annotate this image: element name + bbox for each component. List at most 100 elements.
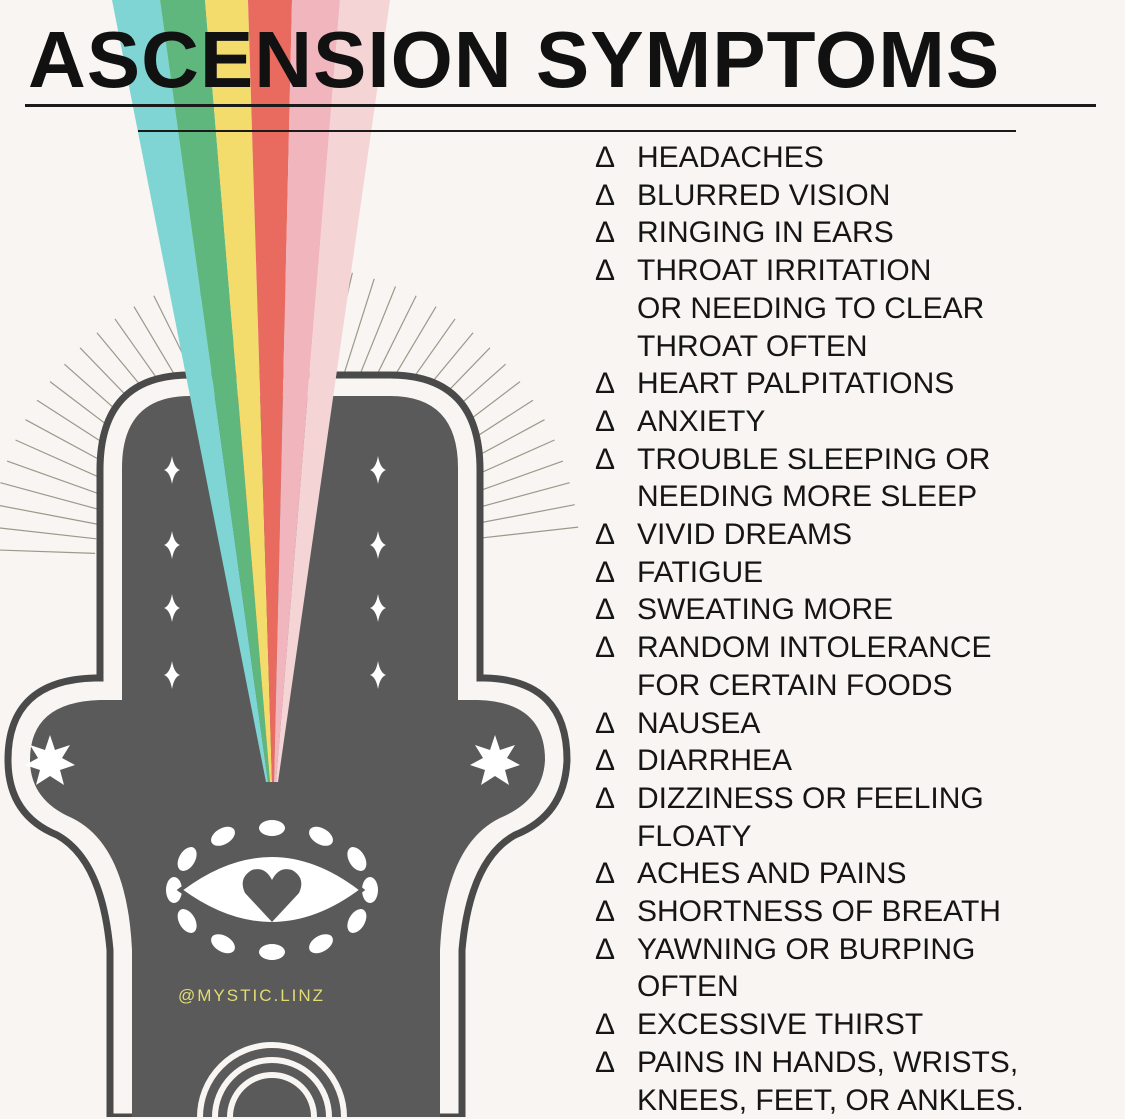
triangle-bullet-icon: Δ <box>595 1045 616 1079</box>
symptom-text: HEART PALPITATIONS <box>637 367 955 401</box>
symptom-text: DIARRHEA <box>637 744 793 778</box>
eight-point-star-icon <box>25 735 520 785</box>
symptom-text: ANXIETY <box>637 404 766 438</box>
rainbow-beam <box>276 0 390 782</box>
symptom-item: Δ NAUSEA <box>595 705 1024 743</box>
symptom-item: Δ ANXIETY <box>595 403 1024 441</box>
symptom-item: Δ VIVID DREAMS <box>595 516 1024 554</box>
triangle-bullet-icon <box>595 667 637 705</box>
symptom-text: TROUBLE SLEEPING OR <box>637 442 991 476</box>
ray <box>6 460 107 497</box>
symptom-item: THROAT OFTEN <box>595 328 1024 366</box>
evil-eye-icon <box>166 820 378 960</box>
triangle-bullet-icon <box>595 290 637 328</box>
triangle-bullet-icon: Δ <box>595 1008 616 1042</box>
rainbow-arcs-icon <box>197 1042 347 1117</box>
rainbow-beam <box>274 0 340 782</box>
sparkle-star-icon <box>370 594 386 622</box>
symptom-text: DIZZINESS OR FEELING <box>637 781 984 815</box>
symptom-text: OFTEN <box>637 970 739 1004</box>
ray <box>341 278 375 380</box>
triangle-bullet-icon <box>595 328 637 366</box>
triangle-bullet-icon: Δ <box>595 254 616 288</box>
stars <box>164 456 386 689</box>
symptom-item: Δ HEADACHES <box>595 139 1024 177</box>
ray <box>0 482 102 511</box>
symptom-text: RINGING IN EARS <box>637 216 894 250</box>
sparkle-star-icon <box>370 661 386 689</box>
sparkle-star-icon <box>164 456 180 484</box>
symptom-text: THROAT OFTEN <box>637 329 868 363</box>
triangle-bullet-icon: Δ <box>595 706 616 740</box>
triangle-bullet-icon: Δ <box>595 631 616 665</box>
rainbow-beam <box>112 0 268 782</box>
triangle-bullet-icon: Δ <box>595 518 616 552</box>
symptom-text: NAUSEA <box>637 706 761 740</box>
symptom-item: Δ DIZZINESS OR FEELING <box>595 780 1024 818</box>
triangle-bullet-icon: Δ <box>595 932 616 966</box>
eye-petal <box>259 944 285 960</box>
triangle-bullet-icon: Δ <box>595 781 616 815</box>
ray <box>0 549 96 554</box>
symptom-item: KNEES, FEET, OR ANKLES. <box>595 1082 1024 1119</box>
triangle-bullet-icon: Δ <box>595 178 616 212</box>
symptom-text: EXCESSIVE THIRST <box>637 1008 924 1042</box>
symptom-text: FLOATY <box>637 819 752 853</box>
symptom-item: NEEDING MORE SLEEP <box>595 478 1024 516</box>
symptom-text: OR NEEDING TO CLEAR <box>637 291 985 325</box>
watermark: @MYSTIC.LINZ <box>178 986 326 1005</box>
eye-petal <box>347 847 367 871</box>
triangle-bullet-icon <box>595 968 637 1006</box>
ray <box>471 504 575 525</box>
eye-petal <box>177 847 197 871</box>
symptom-text: VIVID DREAMS <box>637 518 853 552</box>
symptom-text: FOR CERTAIN FOODS <box>637 668 953 702</box>
symptom-item: FOR CERTAIN FOODS <box>595 667 1024 705</box>
triangle-bullet-icon: Δ <box>595 216 616 250</box>
triangle-bullet-icon <box>595 818 637 856</box>
symptom-text: SHORTNESS OF BREATH <box>637 895 1001 929</box>
symptom-item: Δ DIARRHEA <box>595 742 1024 780</box>
eye-petal <box>259 820 285 836</box>
symptom-item: Δ THROAT IRRITATION <box>595 252 1024 290</box>
symptom-text: FATIGUE <box>637 555 764 589</box>
triangle-bullet-icon: Δ <box>595 141 616 174</box>
rainbow-beams <box>112 0 390 782</box>
sparkle-star-icon <box>370 456 386 484</box>
ray <box>468 482 570 511</box>
symptom-text: THROAT IRRITATION <box>637 254 932 288</box>
triangle-bullet-icon <box>595 1082 637 1119</box>
title-underline <box>25 104 1096 107</box>
triangle-bullet-icon: Δ <box>595 442 616 476</box>
eye-petal <box>309 934 333 954</box>
triangle-bullet-icon: Δ <box>595 404 616 438</box>
triangle-bullet-icon: Δ <box>595 857 616 891</box>
eye-petal <box>177 909 197 933</box>
ray <box>355 286 397 385</box>
ray <box>0 505 99 525</box>
triangle-bullet-icon <box>595 478 637 516</box>
triangle-bullet-icon: Δ <box>595 744 616 778</box>
divider-line <box>138 130 1016 132</box>
ray <box>15 439 112 484</box>
symptom-text: HEADACHES <box>637 141 824 174</box>
eye-petal <box>347 909 367 933</box>
symptom-text: SWEATING MORE <box>637 593 894 627</box>
symptom-item: Δ TROUBLE SLEEPING OR <box>595 441 1024 479</box>
ray <box>0 527 97 540</box>
symptom-text: PAINS IN HANDS, WRISTS, <box>637 1045 1019 1079</box>
heart-icon <box>242 869 302 922</box>
symptom-text: KNEES, FEET, OR ANKLES. <box>637 1083 1024 1117</box>
page-title: ASCENSION SYMPTOMS <box>28 15 1001 104</box>
symptom-item: OR NEEDING TO CLEAR <box>595 290 1024 328</box>
sparkle-star-icon <box>370 531 386 559</box>
